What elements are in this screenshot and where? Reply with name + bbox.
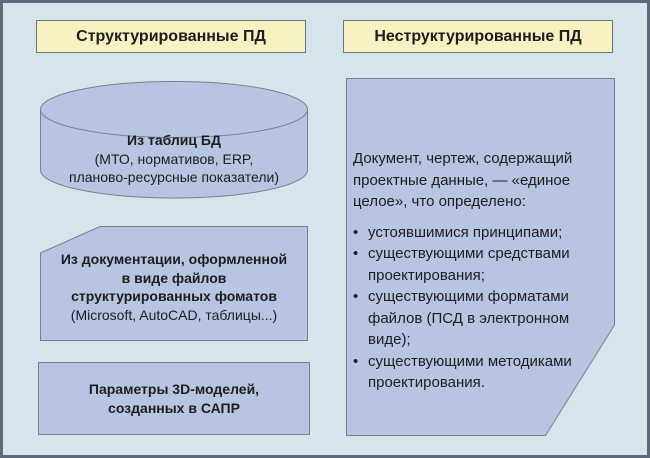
3d-models-line1: Параметры 3D-моделей,	[88, 381, 260, 397]
3d-models-line2: созданных в САПР	[108, 399, 240, 416]
cut-corner-polygon-icon	[40, 226, 308, 341]
document-intro: Документ, чертеж, содержащий проектные д…	[353, 150, 573, 210]
unstructured-pd-header-label: Неструктурированные ПД	[374, 27, 582, 45]
pentagon-detail-line: (Microsoft, AutoCAD, таблицы...)	[70, 306, 278, 323]
database-cylinder-icon	[40, 81, 308, 199]
unstructured-document-shape: Документ, чертеж, содержащий проектные д…	[346, 78, 615, 436]
document-bullet-list: устоявшимися принципами; существующими с…	[353, 222, 606, 394]
unstructured-pd-header: Неструктурированные ПД	[343, 20, 613, 53]
pentagon-bold-line3: структурированных фоматов	[71, 288, 277, 304]
document-bullet-2: существующими средствами проектирования;	[353, 243, 606, 286]
document-bullet-4: существующими методиками проектирования.	[353, 351, 606, 394]
documentation-files-shape: Из документации, оформленной в виде файл…	[40, 226, 308, 341]
unstructured-document-text: Документ, чертеж, содержащий проектные д…	[353, 148, 606, 394]
pentagon-bold-line1: Из документации, оформленной	[60, 251, 288, 267]
structured-pd-header-label: Структурированные ПД	[76, 27, 266, 45]
document-bullet-3: существующими форматами файлов (ПСД в эл…	[353, 286, 606, 351]
cylinder-title: Из таблиц БД	[127, 132, 221, 148]
pentagon-bold-line2: в виде файлов	[121, 269, 227, 286]
3d-models-box: Параметры 3D-моделей, созданных в САПР	[38, 362, 310, 435]
database-cylinder-shape: Из таблиц БД (МТО, нормативов, ERP, план…	[40, 81, 308, 199]
database-cylinder-text: Из таблиц БД (МТО, нормативов, ERP, план…	[40, 131, 308, 187]
cylinder-detail-line2: планово-ресурсные показатели)	[68, 169, 279, 185]
documentation-files-text: Из документации, оформленной в виде файл…	[40, 250, 308, 324]
cylinder-detail-line1: (МТО, нормативов, ERP,	[94, 150, 254, 167]
document-bullet-1: устоявшимися принципами;	[353, 222, 606, 244]
structured-pd-header: Структурированные ПД	[36, 20, 306, 53]
